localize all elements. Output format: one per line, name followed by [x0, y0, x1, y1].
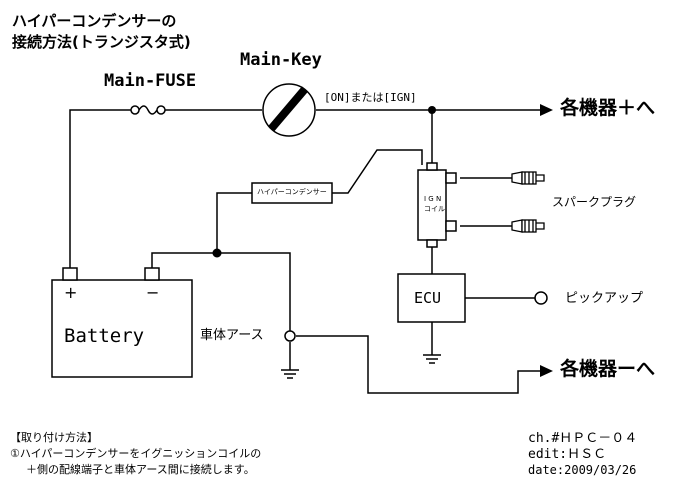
spark-plug-icon — [511, 171, 545, 185]
arrow-minus — [540, 365, 553, 377]
main-fuse-label: Main-FUSE — [104, 71, 197, 91]
notes-line-1: ①ハイパーコンデンサーをイグニッションコイルの — [10, 447, 262, 460]
wire-cap-to-coil — [332, 149, 423, 194]
ign-coil-label-2: コイル — [424, 205, 445, 213]
wire-minus-bus — [296, 335, 540, 394]
junction-dot-plus — [428, 106, 436, 114]
notes-heading: 【取り付け方法】 — [10, 431, 98, 444]
body-ground-label: 車体アース — [200, 328, 264, 343]
junction-dot-negative — [212, 248, 222, 258]
title-line-1: ハイパーコンデンサーの — [12, 12, 177, 30]
hyper-condenser-label: ハイパーコンデンサー — [257, 188, 327, 196]
ecu-box — [397, 273, 466, 323]
battery-label: Battery — [64, 325, 145, 347]
ecu-label: ECU — [414, 289, 442, 307]
date-label: date:2009/03/26 — [528, 463, 637, 477]
chart-number: ch.#ＨＰＣ－０４ — [528, 431, 638, 446]
ground-icon — [423, 354, 441, 364]
to-devices-minus-label: 各機器ーへ — [560, 358, 656, 380]
to-devices-plus-label: 各機器＋へ — [560, 97, 656, 119]
battery-icon — [51, 267, 193, 378]
arrow-plus — [540, 104, 553, 116]
spark-plug-label: スパークプラグ — [552, 195, 637, 209]
pickup-terminal-icon — [534, 291, 548, 305]
fuse-icon — [130, 105, 166, 115]
notes-line-2: ＋側の配線端子と車体アース間に接続します。 — [26, 463, 255, 476]
pickup-label: ピックアップ — [565, 291, 644, 306]
on-ign-label: [ON]または[IGN] — [324, 91, 417, 104]
title-line-2: 接続方法(トランジスタ式) — [12, 33, 191, 51]
hyper-condenser-box — [251, 182, 333, 204]
spark-plug-icon — [511, 219, 545, 233]
ign-coil-icon — [417, 162, 457, 248]
battery-plus-label: + — [64, 283, 78, 302]
ground-icon — [281, 369, 299, 379]
ign-coil-label-1: I G N — [424, 195, 442, 203]
battery-minus-label: − — [146, 283, 160, 302]
main-key-label: Main-Key — [240, 50, 322, 70]
wire-battery-to-fuse — [69, 109, 131, 268]
body-ground-terminal-icon — [284, 330, 296, 342]
edit-label: edit:ＨＳＣ — [528, 447, 607, 462]
wire-cap-to-ground — [216, 192, 252, 253]
main-key-icon — [262, 83, 316, 137]
